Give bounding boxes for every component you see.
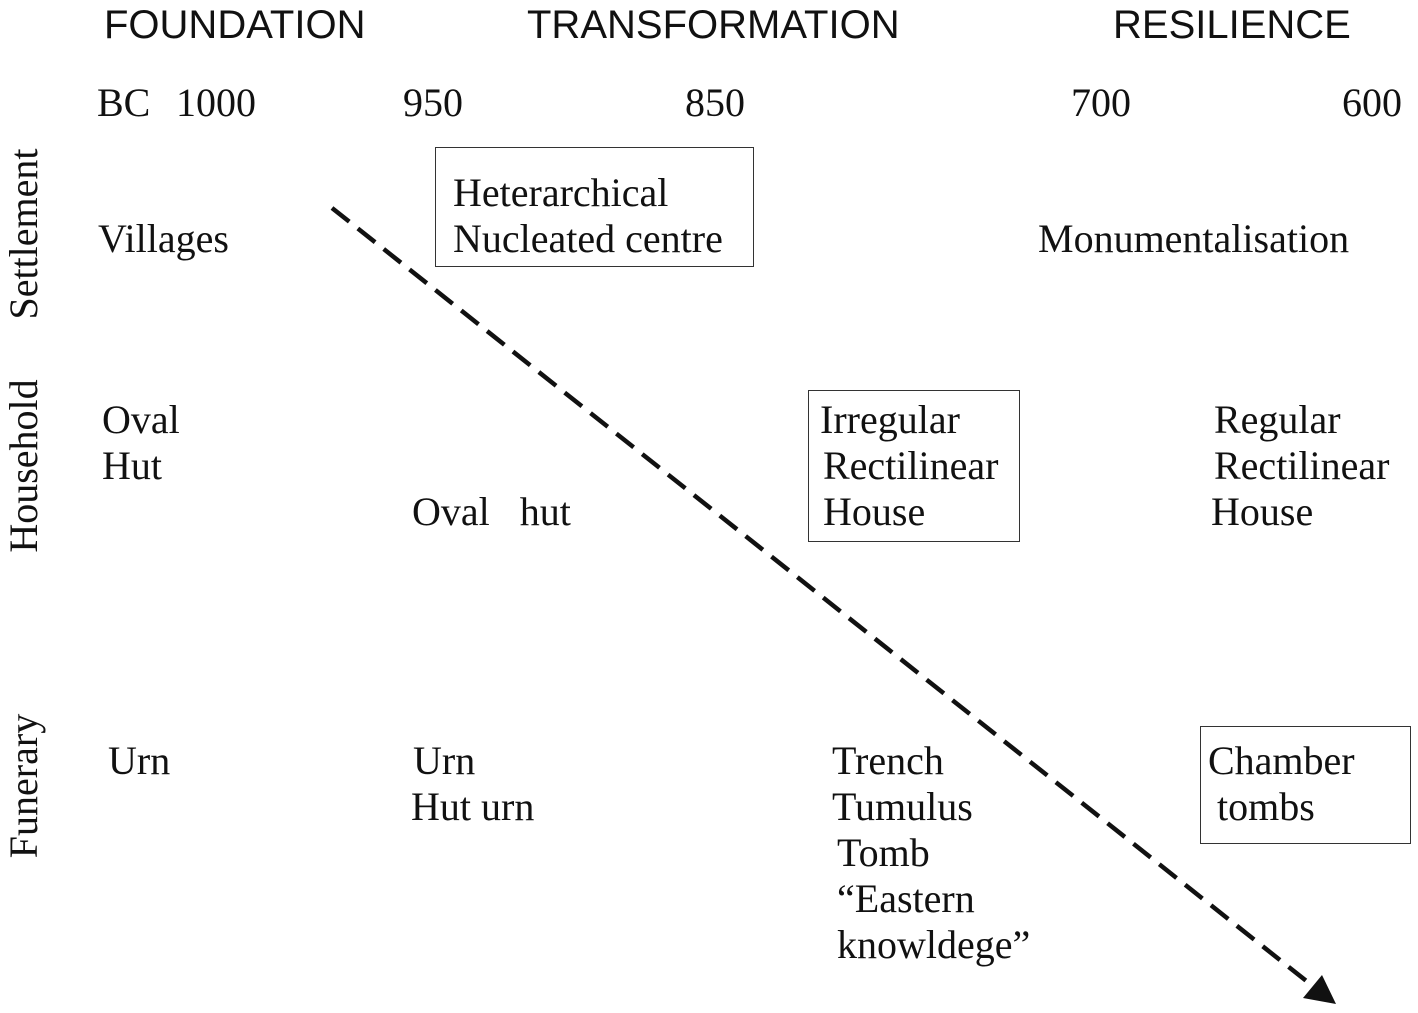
phase-resilience: RESILIENCE — [1113, 3, 1351, 47]
cell-line: Hut urn — [411, 784, 535, 829]
cell-line: Oval hut — [412, 489, 571, 534]
cell-line: Irregular — [820, 397, 960, 442]
cell-line: Urn — [413, 738, 476, 783]
cell-line: tombs — [1217, 784, 1315, 829]
funerary-trench-tumulus-tomb: Trench Tumulus Tomb “Eastern knowldege” — [832, 738, 1030, 968]
funerary-urn-early: Urn — [108, 738, 170, 784]
cell-line: Tomb — [837, 830, 930, 875]
cell-line: Rectilinear — [823, 443, 999, 488]
phase-transformation: TRANSFORMATION — [527, 3, 900, 47]
cell-line: Urn — [108, 738, 171, 783]
irregular-house-box — [808, 390, 1020, 542]
cell-line: Hut — [102, 443, 162, 488]
household-oval-hut-early: Oval Hut — [102, 397, 180, 489]
cell-line: “Eastern — [837, 876, 975, 921]
household-regular-rectilinear-house: Regular Rectilinear House — [1211, 397, 1390, 535]
household-oval-hut-late: Oval hut — [412, 397, 571, 581]
cell-line: Regular — [1214, 397, 1341, 442]
cell-line: Monumentalisation — [1038, 216, 1350, 261]
settlement-monumentalisation: Monumentalisation — [1038, 216, 1349, 262]
trend-arrow-line — [330, 206, 1316, 989]
era-label: BC — [97, 80, 151, 125]
trend-arrow-head — [1303, 975, 1336, 1004]
cell-line: House — [823, 489, 926, 534]
cell-line: Rectilinear — [1214, 443, 1390, 488]
cell-line: knowldege” — [837, 922, 1031, 967]
year-950: 950 — [403, 80, 463, 125]
cell-line: Nucleated centre — [453, 216, 723, 261]
household-irregular-rectilinear-house: Irregular Rectilinear House — [820, 397, 998, 535]
cell-line: Chamber — [1208, 738, 1355, 783]
funerary-urn-hut-urn: Urn Hut urn — [411, 738, 534, 830]
year-600: 600 — [1342, 80, 1402, 125]
settlement-nucleated-centre: Heterarchical Nucleated centre — [453, 170, 723, 262]
year-850: 850 — [685, 80, 745, 125]
year-700: 700 — [1071, 80, 1131, 125]
cell-line: Trench — [832, 738, 944, 783]
chamber-tombs-box — [1200, 726, 1411, 844]
cell-line: Heterarchical — [453, 170, 669, 215]
cell-line: Tumulus — [832, 784, 973, 829]
year-1000: 1000 — [176, 80, 256, 125]
settlement-villages: Villages — [98, 216, 229, 262]
cell-line: Villages — [98, 216, 229, 261]
cell-line: House — [1211, 489, 1314, 534]
funerary-chamber-tombs: Chamber tombs — [1208, 738, 1355, 830]
cell-line: Oval — [102, 397, 180, 442]
nucleated-centre-box — [435, 147, 754, 267]
phase-foundation: FOUNDATION — [104, 3, 366, 47]
